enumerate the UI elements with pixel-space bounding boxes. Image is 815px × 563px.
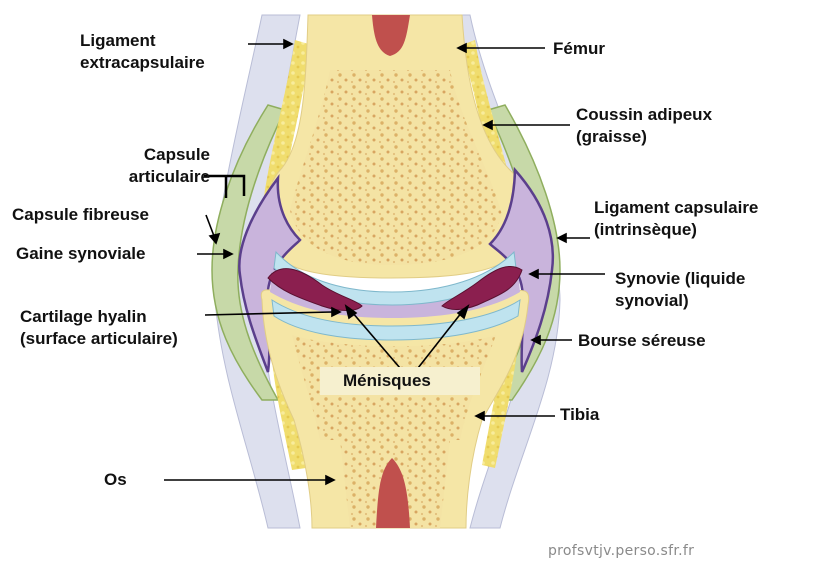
label-capsule-fibreuse: Capsule fibreuse: [12, 204, 149, 226]
arrow-capsule-fibreuse: [206, 215, 214, 236]
label-bourse-sereuse: Bourse séreuse: [578, 330, 706, 352]
label-capsule-articulaire: Capsule articulaire: [110, 144, 210, 188]
label-coussin-adipeux: Coussin adipeux (graisse): [576, 104, 776, 148]
label-cartilage-hyalin: Cartilage hyalin (surface articulaire): [20, 306, 200, 350]
label-os: Os: [104, 469, 127, 491]
label-menisques: Ménisques: [343, 370, 431, 392]
label-femur: Fémur: [553, 38, 605, 60]
label-tibia: Tibia: [560, 404, 599, 426]
label-ligament-capsulaire: Ligament capsulaire (intrinsèque): [594, 197, 764, 241]
label-ligament-extracapsulaire-1: Ligament extracapsulaire: [80, 30, 250, 74]
label-gaine-synoviale: Gaine synoviale: [16, 243, 145, 265]
watermark: profsvtjv.perso.sfr.fr: [548, 543, 694, 559]
label-synovie: Synovie (liquide synovial): [615, 268, 775, 312]
label-ligament-extracapsulaire: Ligament extracapsulaire: [80, 30, 250, 74]
